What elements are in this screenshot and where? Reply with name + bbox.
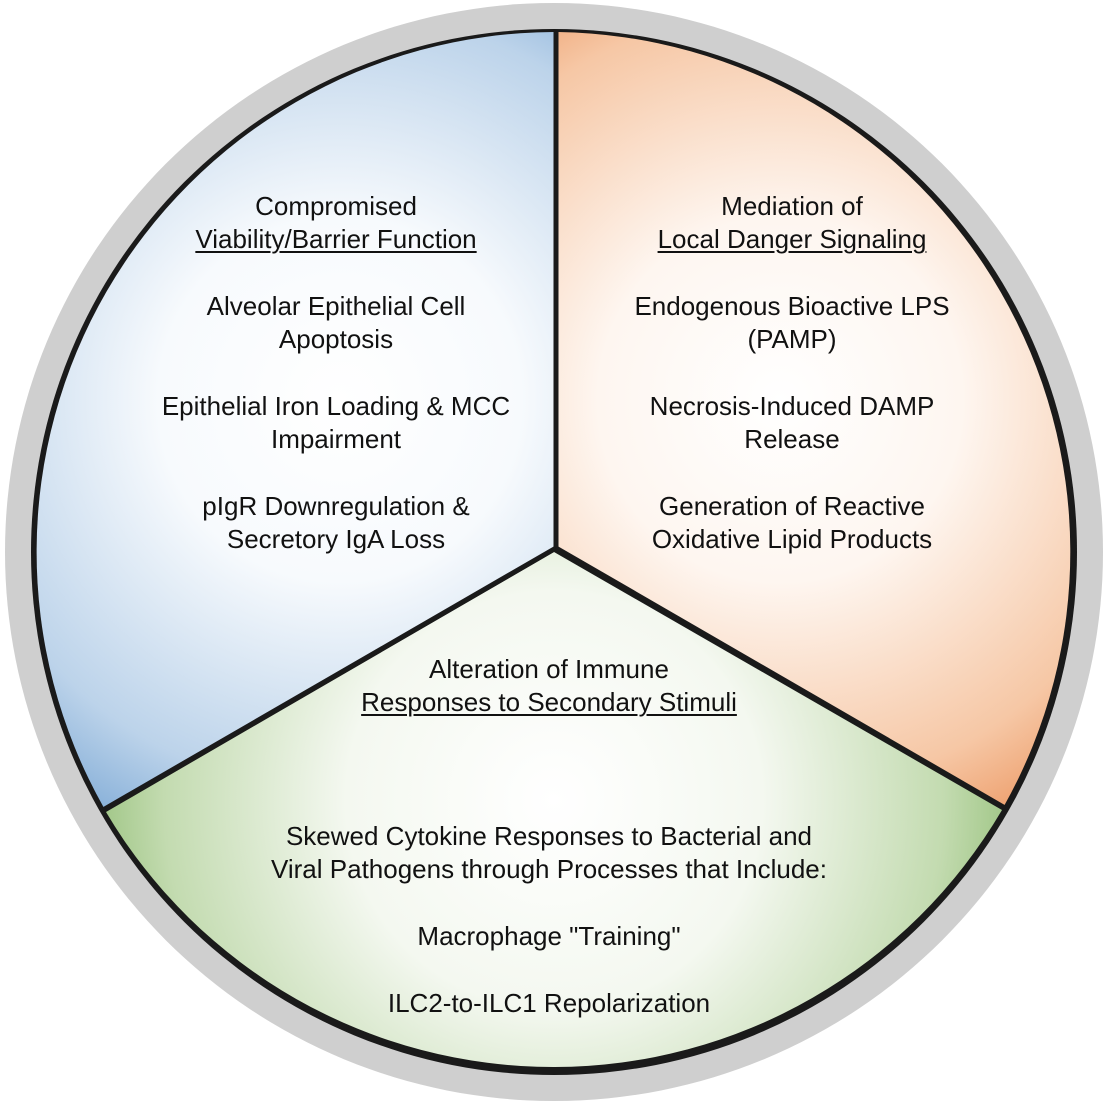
left-item2-line1: Epithelial Iron Loading & MCC — [161, 391, 511, 421]
left-sector — [36, 32, 555, 808]
right-sector-text: Mediation of Local Danger Signaling Endo… — [592, 190, 992, 556]
divider-left — [101, 545, 558, 813]
right-item2-line2: Release — [744, 424, 840, 454]
right-item3-line2: Oxidative Lipid Products — [651, 524, 933, 554]
bottom-heading-line2: Responses to Secondary Stimuli — [361, 687, 737, 717]
right-heading-line2: Local Danger Signaling — [657, 224, 927, 254]
left-item3-line2: Secretory IgA Loss — [226, 524, 446, 554]
left-sector-text: Compromised Viability/Barrier Function A… — [136, 190, 536, 556]
left-item1-line1: Alveolar Epithelial Cell — [206, 291, 466, 321]
bottom-intro-line1: Skewed Cytokine Responses to Bacterial a… — [285, 821, 813, 851]
right-sector — [558, 32, 1071, 806]
bottom-item1: Macrophage "Training" — [417, 921, 681, 951]
right-item1-line1: Endogenous Bioactive LPS — [634, 291, 950, 321]
bottom-sector-heading: Alteration of Immune Responses to Second… — [249, 653, 849, 719]
bottom-item2: ILC2-to-ILC1 Repolarization — [387, 988, 711, 1018]
bottom-sector-text: Skewed Cytokine Responses to Bacterial a… — [199, 820, 899, 1020]
left-item3-line1: pIgR Downregulation & — [202, 491, 470, 521]
right-item2-line1: Necrosis-Induced DAMP — [649, 391, 935, 421]
left-heading-line1: Compromised — [255, 191, 417, 221]
right-item1-line2: (PAMP) — [747, 324, 837, 354]
bottom-intro-line2: Viral Pathogens through Processes that I… — [271, 854, 827, 884]
left-item1-line2: Apoptosis — [278, 324, 394, 354]
bottom-heading-line1: Alteration of Immune — [429, 654, 669, 684]
right-heading-line1: Mediation of — [721, 191, 863, 221]
left-heading-line2: Viability/Barrier Function — [195, 224, 477, 254]
bottom-sector — [106, 552, 1002, 1068]
divider-right — [554, 545, 1007, 811]
right-item3-line1: Generation of Reactive — [659, 491, 925, 521]
left-item2-line2: Impairment — [270, 424, 402, 454]
